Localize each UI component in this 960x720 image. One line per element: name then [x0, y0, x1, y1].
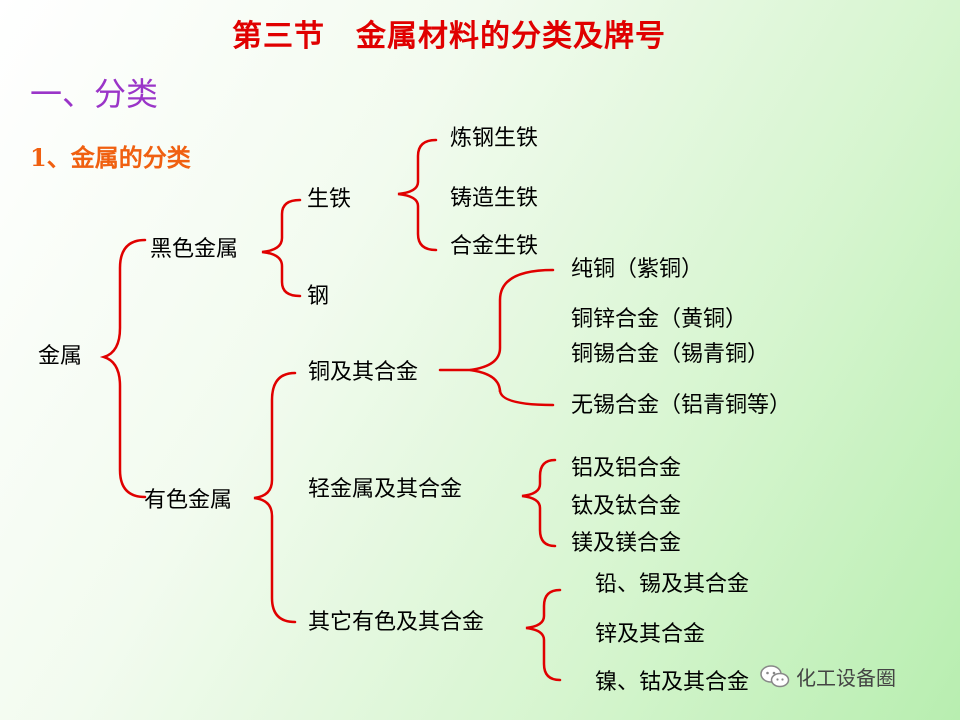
node-nonferrous-metal: 有色金属: [144, 488, 233, 513]
leaf-pure-copper: 纯铜（紫铜）: [571, 257, 704, 282]
bracket-ferrous: [261, 198, 302, 298]
leaf-foundry-pig-iron: 铸造生铁: [450, 186, 539, 211]
leaf-aluminum-alloy: 铝及铝合金: [571, 456, 682, 481]
bracket-copper: [469, 268, 555, 407]
leaf-alloy-pig-iron: 合金生铁: [450, 234, 539, 259]
watermark-text: 化工设备圈: [796, 666, 896, 690]
leaf-lead-tin-alloys: 铅、锡及其合金: [595, 572, 750, 597]
wechat-icon: [760, 664, 790, 687]
section-heading: 一、分类: [30, 75, 159, 113]
bracket-root: [99, 238, 147, 499]
page-title: 第三节 金属材料的分类及牌号: [232, 19, 666, 54]
leaf-steelmaking-pig-iron: 炼钢生铁: [450, 126, 539, 151]
leaf-brass: 铜锌合金（黄铜）: [571, 307, 748, 332]
leaf-zinc-alloys: 锌及其合金: [595, 622, 706, 647]
subsection-heading: 1、金属的分类: [30, 143, 191, 172]
bracket-other: [525, 588, 562, 682]
bracket-light: [521, 458, 557, 548]
node-other-nonferrous-alloys: 其它有色及其合金: [308, 610, 485, 635]
node-ferrous-metal: 黑色金属: [150, 237, 239, 262]
leaf-titanium-alloy: 钛及钛合金: [571, 494, 682, 519]
node-steel: 钢: [307, 284, 330, 309]
node-light-metal-alloys: 轻金属及其合金: [308, 477, 463, 502]
bracket-pig-iron: [397, 138, 438, 252]
node-pig-iron: 生铁: [307, 187, 352, 212]
node-metal: 金属: [38, 344, 83, 369]
leaf-aluminum-bronze: 无锡合金（铝青铜等）: [571, 393, 792, 418]
leaf-tin-bronze: 铜锡合金（锡青铜）: [571, 342, 770, 367]
leaf-magnesium-alloy: 镁及镁合金: [571, 531, 682, 556]
watermark: 化工设备圈: [760, 662, 896, 691]
bracket-nonferrous: [253, 371, 297, 624]
node-copper-alloys: 铜及其合金: [308, 360, 419, 385]
leaf-nickel-cobalt-alloys: 镍、钴及其合金: [595, 670, 750, 695]
